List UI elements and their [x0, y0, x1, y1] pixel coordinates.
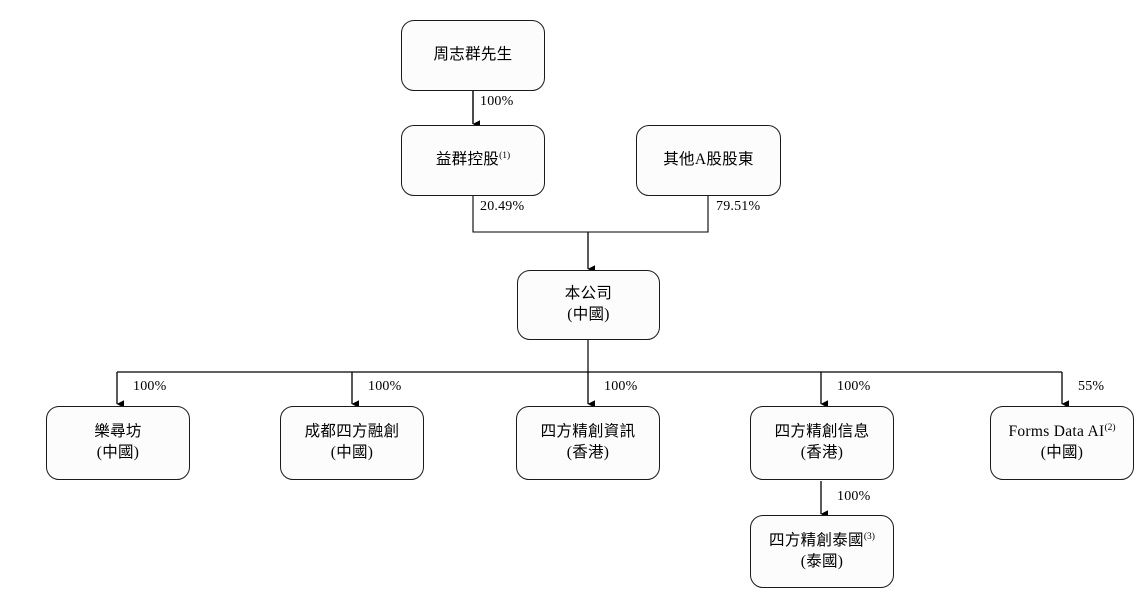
edge-label-xinxi-to-thailand: 100%: [837, 489, 871, 504]
node-chairman[interactable]: 周志群先生: [401, 20, 545, 91]
edge-label-company-to-lexunfang: 100%: [133, 379, 167, 394]
edge-label-company-to-forms-data-ai: 55%: [1078, 379, 1105, 394]
node-sinosoft-xinxi-hk[interactable]: 四方精創信息 (香港): [750, 406, 894, 480]
edge-label-yiqun-to-company: 20.49%: [480, 199, 525, 214]
node-forms-data-ai-label: Forms Data AI(2): [1008, 423, 1116, 441]
edge-others-to-merge: [588, 196, 709, 233]
node-sinosoft-thailand-label: 四方精創泰國(3): [769, 531, 875, 549]
node-lexunfang-label: 樂尋坊: [94, 423, 142, 441]
footnote-marker-3: (3): [863, 531, 875, 542]
node-company[interactable]: 本公司 (中國): [517, 270, 660, 340]
node-yiqun-holdings[interactable]: 益群控股(1): [401, 125, 545, 196]
node-lexunfang-jurisdiction: (中國): [96, 444, 140, 461]
node-sinosoft-info-hk[interactable]: 四方精創資訊 (香港): [516, 406, 660, 480]
footnote-marker-1: (1): [499, 151, 511, 162]
node-company-jurisdiction: (中國): [567, 306, 610, 323]
node-other-a-share-holders[interactable]: 其他A股股東: [636, 125, 781, 196]
node-company-label: 本公司: [564, 285, 613, 303]
edge-label-others-to-company: 79.51%: [716, 199, 761, 214]
node-forms-data-ai[interactable]: Forms Data AI(2) (中國): [990, 406, 1134, 480]
node-sinosoft-info-hk-label: 四方精創資訊: [540, 423, 636, 441]
node-chengdu-sifang-rongchuang-jurisdiction: (中國): [330, 444, 374, 461]
node-other-a-share-holders-label: 其他A股股東: [663, 151, 754, 169]
edge-label-company-to-sinosoft-info: 100%: [604, 379, 638, 394]
node-chairman-label: 周志群先生: [433, 46, 513, 64]
node-sinosoft-info-hk-jurisdiction: (香港): [566, 444, 610, 461]
node-lexunfang[interactable]: 樂尋坊 (中國): [46, 406, 190, 480]
node-sinosoft-xinxi-hk-jurisdiction: (香港): [800, 444, 844, 461]
node-sinosoft-thailand-jurisdiction: (泰國): [800, 552, 844, 570]
node-chengdu-sifang-rongchuang-label: 成都四方融創: [304, 423, 400, 441]
node-sinosoft-xinxi-hk-label: 四方精創信息: [774, 423, 870, 441]
node-yiqun-holdings-label: 益群控股(1): [435, 151, 511, 169]
edge-label-chairman-to-yiqun: 100%: [480, 94, 514, 109]
node-sinosoft-thailand[interactable]: 四方精創泰國(3) (泰國): [750, 515, 894, 588]
node-chengdu-sifang-rongchuang[interactable]: 成都四方融創 (中國): [280, 406, 424, 480]
footnote-marker-2: (2): [1104, 423, 1116, 434]
edge-label-company-to-chengdu: 100%: [368, 379, 402, 394]
edge-label-company-to-sinosoft-xinxi: 100%: [837, 379, 871, 394]
node-forms-data-ai-jurisdiction: (中國): [1040, 444, 1084, 462]
